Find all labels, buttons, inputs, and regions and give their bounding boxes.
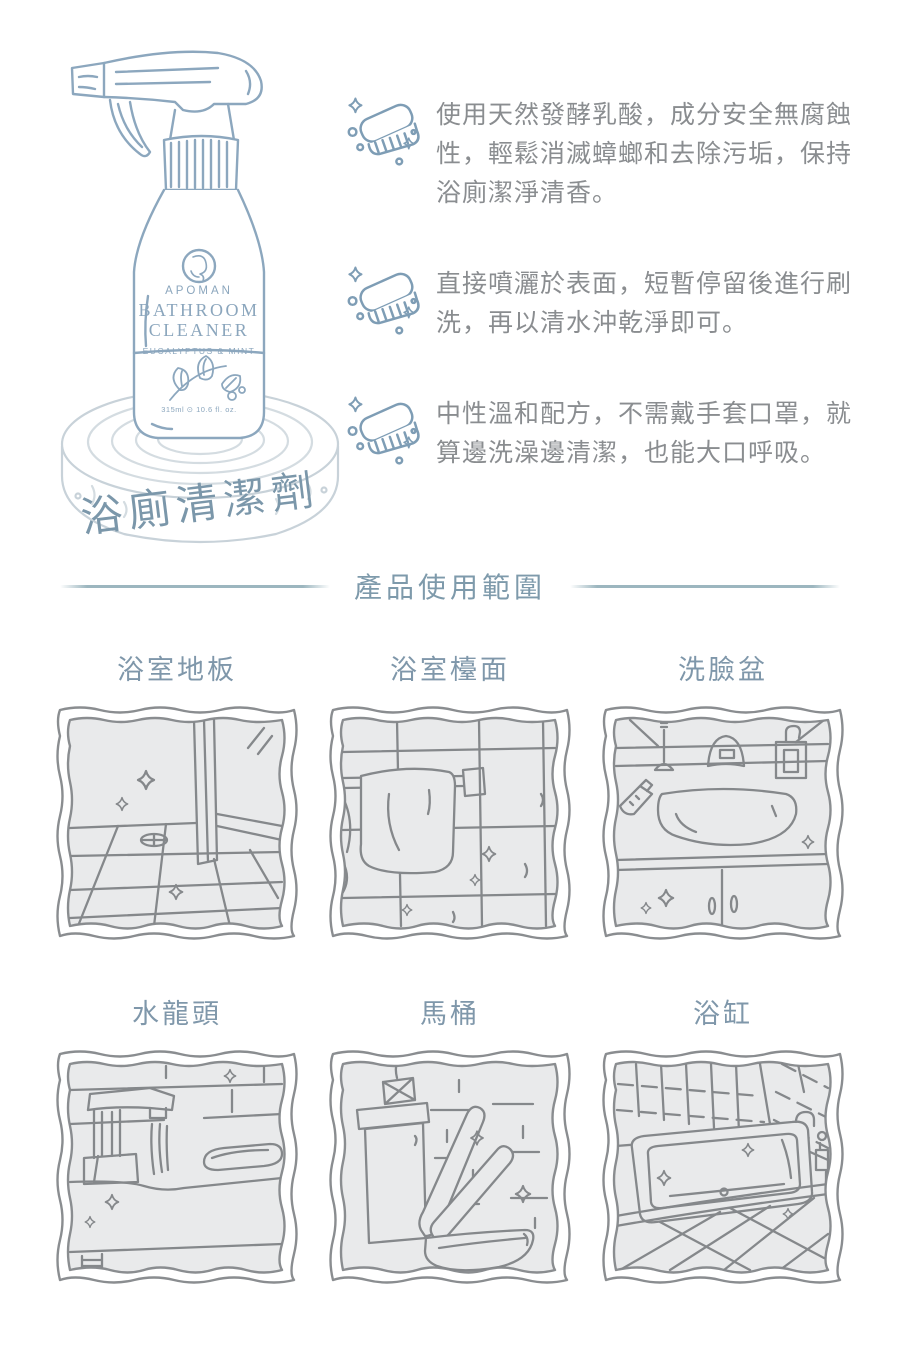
- usage-label: 浴缸: [693, 999, 753, 1029]
- toilet-illustration: [327, 1046, 573, 1288]
- usage-card-bathroom-countertop: 浴室檯面: [327, 648, 573, 944]
- usage-card-toilet: 馬桶: [327, 992, 573, 1288]
- sprayer-trigger-icon: [70, 50, 263, 158]
- product-name-line1: BATHROOM: [138, 300, 259, 320]
- usage-row: 浴室地板: [54, 648, 846, 944]
- scent-text: EUCALYPTUS & MINT: [143, 346, 256, 356]
- usage-row: 水龍頭: [54, 992, 846, 1288]
- feature-text: 直接噴灑於表面，短暫停留後進行刷洗，再以清水沖乾淨即可。: [436, 270, 853, 337]
- eucalyptus-leaf-icon: [169, 355, 246, 401]
- spray-bottle-icon: APOMAN BATHROOM CLEANER EUCALYPTUS & MIN…: [60, 50, 340, 544]
- section-title: 產品使用範圍: [354, 572, 547, 603]
- feature-item: 使用天然發酵乳酸，成分安全無腐蝕性，輕鬆消滅蟑螂和去除污垢，保持浴廁潔淨清香。: [344, 96, 868, 213]
- scrub-brush-icon: [344, 261, 424, 341]
- scrub-brush-icon: [344, 391, 424, 471]
- usage-label: 馬桶: [420, 999, 480, 1029]
- brand-text: APOMAN: [165, 285, 233, 297]
- face-logo-icon: [181, 248, 217, 284]
- bathroom-countertop-illustration: [327, 702, 573, 944]
- feature-item: 中性溫和配方，不需戴手套口罩，就算邊洗澡邊清潔，也能大口呼吸。: [344, 395, 868, 473]
- faucet-illustration: [54, 1046, 300, 1288]
- usage-label: 洗臉盆: [678, 655, 768, 685]
- bathroom-floor-illustration: [54, 702, 300, 944]
- feature-text: 使用天然發酵乳酸，成分安全無腐蝕性，輕鬆消滅蟑螂和去除污垢，保持浴廁潔淨清香。: [436, 101, 853, 207]
- feature-item: 直接噴灑於表面，短暫停留後進行刷洗，再以清水沖乾淨即可。: [344, 265, 868, 343]
- divider-line-left: [60, 584, 330, 588]
- wash-basin-illustration: [600, 702, 846, 944]
- bottle-label: APOMAN BATHROOM CLEANER EUCALYPTUS & MIN…: [138, 248, 259, 414]
- usage-label: 浴室地板: [117, 655, 237, 685]
- usage-card-faucet: 水龍頭: [54, 992, 300, 1288]
- volume-text: 315ml ⊙ 10.6 fl. oz.: [161, 405, 236, 414]
- usage-label: 水龍頭: [132, 999, 222, 1029]
- face-logo-icon: [190, 255, 208, 282]
- bathtub-illustration: [600, 1046, 846, 1288]
- usage-card-wash-basin: 洗臉盆: [600, 648, 846, 944]
- feature-text: 中性溫和配方，不需戴手套口罩，就算邊洗澡邊清潔，也能大口呼吸。: [436, 400, 853, 467]
- usage-card-bathtub: 浴缸: [600, 992, 846, 1288]
- bottle-collar-icon: [162, 134, 240, 192]
- usage-area-grid: 浴室地板: [54, 648, 846, 1288]
- usage-label: 浴室檯面: [390, 655, 510, 685]
- section-divider: 產品使用範圍: [60, 566, 841, 606]
- scrub-brush-icon: [344, 92, 424, 172]
- product-bottle-illustration: APOMAN BATHROOM CLEANER EUCALYPTUS & MIN…: [52, 44, 352, 584]
- divider-line-right: [570, 584, 841, 588]
- usage-card-bathroom-floor: 浴室地板: [54, 648, 300, 944]
- feature-list: 使用天然發酵乳酸，成分安全無腐蝕性，輕鬆消滅蟑螂和去除污垢，保持浴廁潔淨清香。 …: [344, 96, 868, 473]
- product-name-line2: CLEANER: [149, 320, 250, 340]
